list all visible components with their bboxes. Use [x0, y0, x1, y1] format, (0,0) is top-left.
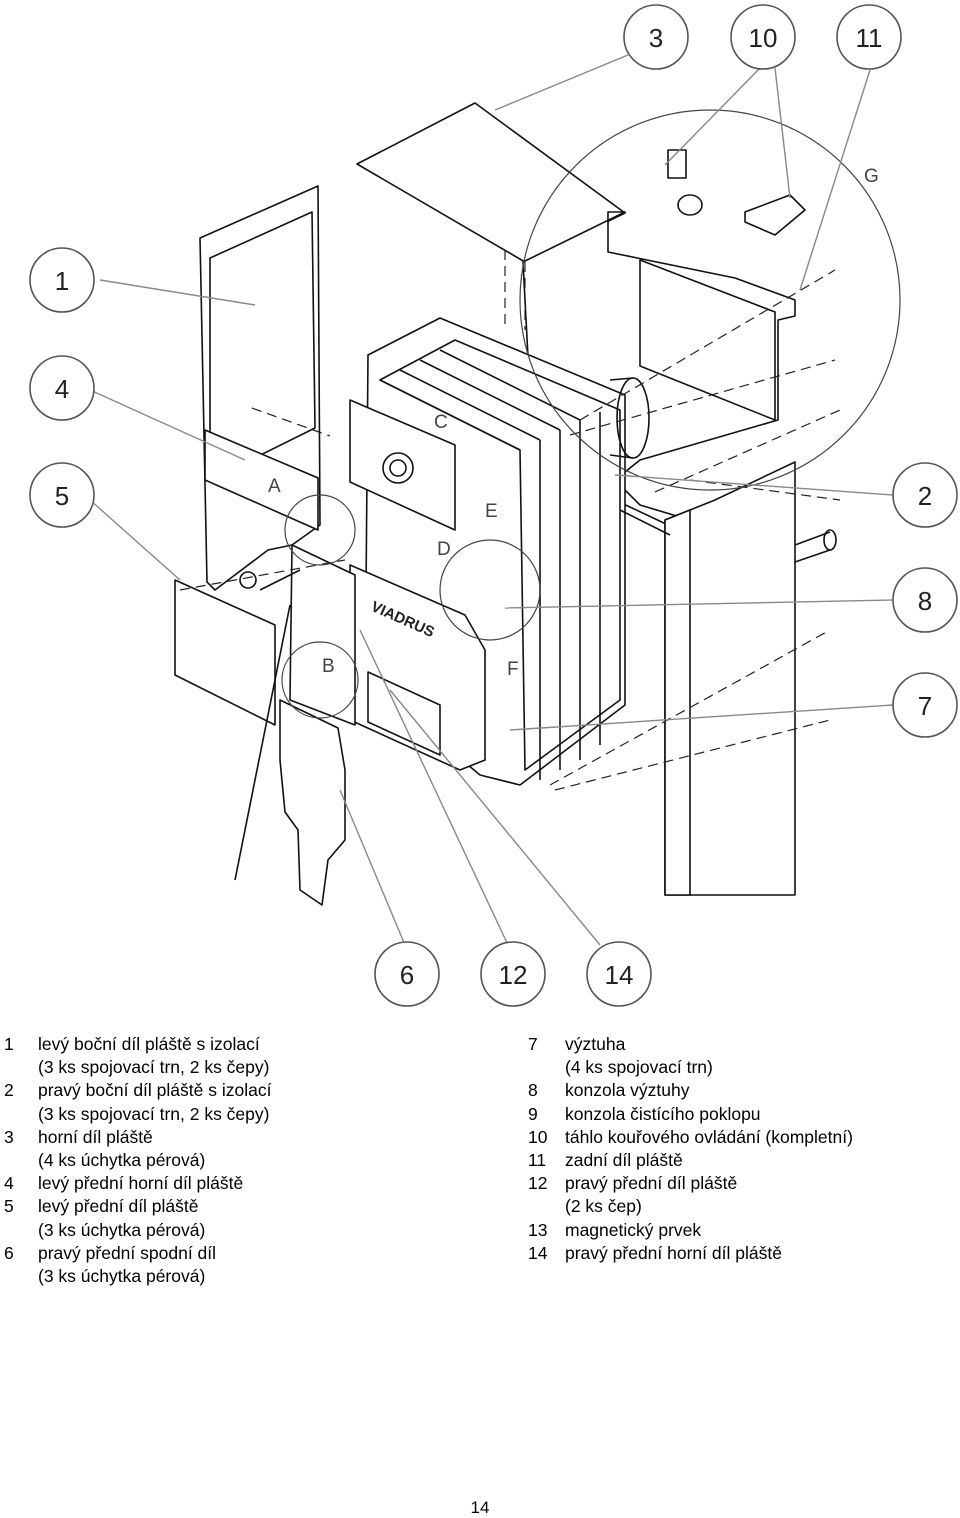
- legend-num: 14: [528, 1242, 548, 1263]
- letter-e: E: [485, 501, 498, 522]
- legend-text: (3 ks spojovací trn, 2 ks čepy): [38, 1057, 270, 1078]
- page-number: 14: [470, 1498, 490, 1517]
- callout-5: 5: [55, 481, 69, 511]
- letter-a: A: [268, 476, 281, 497]
- exploded-boiler-diagram: 1 2 3 4 5 6 7 8 10 11 12 14 A B C D E F …: [29, 4, 958, 1007]
- legend-text: konzola výztuhy: [565, 1080, 690, 1101]
- legend-num: 13: [528, 1219, 548, 1240]
- callout-6: 6: [400, 960, 414, 990]
- callout-10: 10: [749, 23, 778, 53]
- legend-text: (2 ks čep): [565, 1196, 642, 1217]
- legend-text: výztuha: [565, 1034, 626, 1054]
- legend-num: 7: [528, 1034, 538, 1054]
- letter-b: B: [322, 656, 335, 677]
- right-front-panel: [289, 544, 356, 726]
- top-panel: [356, 102, 626, 263]
- legend-text: levý boční díl pláště s izolací: [38, 1034, 260, 1054]
- legend-text: levý přední horní díl pláště: [38, 1173, 244, 1194]
- callout-8: 8: [918, 586, 932, 616]
- legend-text: levý přední díl pláště: [38, 1196, 199, 1217]
- legend-text: (3 ks spojovací trn, 2 ks čepy): [38, 1103, 270, 1124]
- right-lower-front-panel: [279, 699, 346, 906]
- callout-14: 14: [605, 960, 634, 990]
- legend-num: 11: [528, 1150, 547, 1171]
- legend-num: 5: [4, 1196, 14, 1217]
- callout-11: 11: [856, 23, 883, 53]
- callout-12: 12: [499, 960, 528, 990]
- legend-text: pravý přední díl pláště: [565, 1173, 738, 1194]
- left-front-panel: [174, 579, 276, 726]
- callout-4: 4: [55, 374, 69, 404]
- legend-text: pravý přední spodní díl: [38, 1242, 217, 1263]
- legend-text: horní díl pláště: [38, 1126, 153, 1147]
- legend-text: konzola čistícího poklopu: [565, 1103, 761, 1124]
- legend-num: 10: [528, 1126, 548, 1147]
- legend-num: 8: [528, 1080, 538, 1101]
- legend-num: 12: [528, 1173, 548, 1194]
- letter-d: D: [437, 539, 451, 560]
- legend-text: (4 ks úchytka pérová): [38, 1150, 206, 1171]
- legend-num: 6: [4, 1242, 14, 1263]
- detail-circle-a: [284, 494, 356, 566]
- callout-3: 3: [649, 23, 663, 53]
- legend-text: táhlo kouřového ovládání (kompletní): [565, 1126, 853, 1147]
- detail-circle-d: [439, 539, 541, 641]
- legend-num: 9: [528, 1103, 538, 1124]
- letter-c: C: [434, 412, 448, 433]
- callout-2: 2: [918, 481, 932, 511]
- legend-text: pravý přední horní díl pláště: [565, 1242, 782, 1263]
- legend-left-column: 1 levý boční díl pláště s izolací (3 ks s…: [4, 1033, 474, 1288]
- legend-text: magnetický prvek: [565, 1219, 702, 1240]
- legend-text: (3 ks úchytka pérová): [38, 1266, 206, 1287]
- legend-num: 2: [4, 1080, 14, 1101]
- detail-circle-g: [519, 109, 901, 491]
- legend-text: zadní díl pláště: [565, 1150, 683, 1171]
- callout-1: 1: [55, 266, 69, 296]
- legend-right-column: 7 výztuha (4 ks spojovací trn) 8 konzola v…: [528, 1033, 958, 1265]
- detail-circle-b: [281, 641, 359, 719]
- legend-text: (4 ks spojovací trn): [565, 1057, 713, 1078]
- letter-f: F: [507, 659, 519, 680]
- legend-num: 1: [4, 1034, 14, 1054]
- legend-num: 3: [4, 1126, 14, 1147]
- legend-num: 4: [4, 1173, 14, 1194]
- legend-text: pravý boční díl pláště s izolací: [38, 1080, 272, 1101]
- legend-text: (3 ks úchytka pérová): [38, 1219, 206, 1240]
- callout-7: 7: [918, 691, 932, 721]
- letter-g: G: [864, 166, 879, 187]
